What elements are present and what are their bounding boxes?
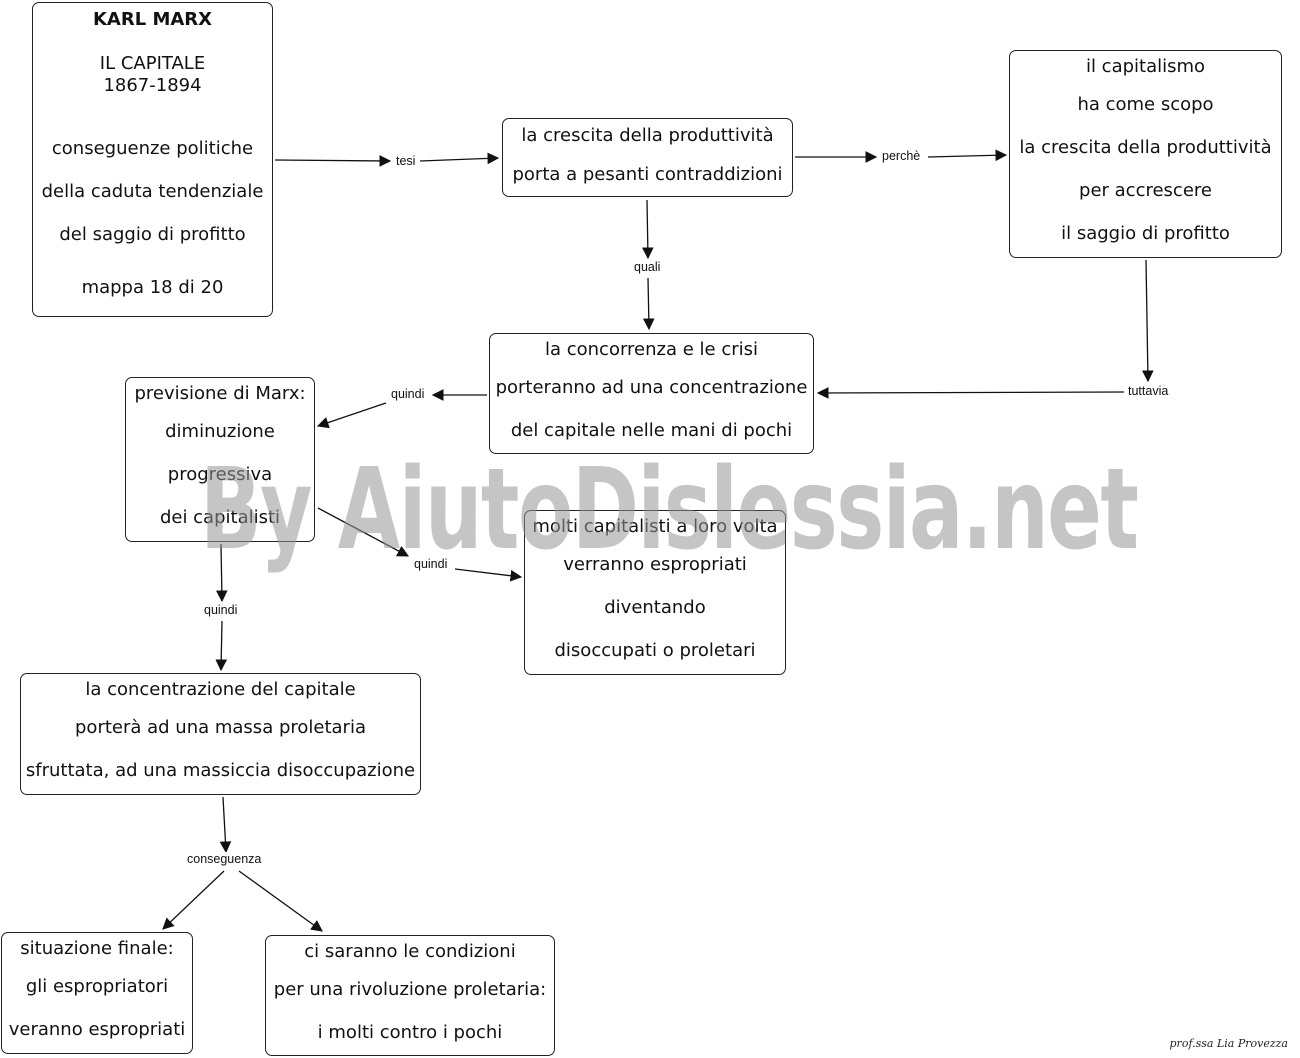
title-node[interactable]: KARL MARX IL CAPITALE 1867-1894 consegue…: [32, 2, 273, 317]
link-line-quindi-b-in: [317, 507, 410, 557]
node-text-line: progressiva: [167, 464, 273, 485]
title-line: della caduta tendenziale: [41, 181, 264, 202]
node-text-line: diventando: [604, 597, 706, 618]
node-text-line: previsione di Marx:: [134, 383, 306, 404]
link-line-conseguenza-left: [162, 870, 225, 930]
node-text-line: porteranno ad una concentrazione: [495, 377, 808, 398]
node-text-line: porta a pesanti contraddizioni: [512, 164, 783, 185]
node-text-line: porterà ad una massa proletaria: [75, 717, 366, 738]
map-index: mappa 18 di 20: [81, 277, 224, 298]
link-label-quali[interactable]: quali: [632, 260, 663, 274]
node-previsione[interactable]: previsione di Marx: diminuzione progress…: [125, 377, 315, 542]
link-line-quali-out: [642, 277, 655, 331]
node-situazione-finale[interactable]: situazione finale: gli espropriatori ver…: [1, 932, 193, 1054]
link-label-tesi[interactable]: tesi: [394, 154, 418, 168]
link-label-quindi[interactable]: quindi: [389, 387, 427, 401]
title-heading: KARL MARX: [92, 9, 213, 30]
link-label-perche[interactable]: perchè: [880, 149, 923, 163]
node-rivoluzione[interactable]: ci saranno le condizioni per una rivoluz…: [265, 935, 555, 1056]
link-line-conseguenza-in: [219, 796, 232, 854]
title-years: 1867-1894: [103, 75, 202, 96]
link-line-tesi-in: [274, 155, 392, 167]
link-line-quindi-a-out: [316, 402, 387, 429]
link-line-tesi-out: [419, 152, 500, 165]
link-line-quindi-c-in: [215, 543, 228, 603]
title-line: del saggio di profitto: [59, 224, 246, 245]
node-capitalismo[interactable]: il capitalismo ha come scopo la crescita…: [1009, 50, 1282, 258]
node-concentrazione[interactable]: la concentrazione del capitale porterà a…: [20, 673, 421, 795]
node-text-line: veranno espropriati: [8, 1019, 186, 1040]
node-molti-capitalisti[interactable]: molti capitalisti a loro volta verranno …: [524, 510, 786, 675]
link-label-quindi[interactable]: quindi: [202, 603, 240, 617]
link-line-conseguenza-right: [238, 870, 323, 932]
node-text-line: per una rivoluzione proletaria:: [273, 979, 547, 1000]
node-text-line: i molti contro i pochi: [317, 1022, 503, 1043]
node-crescita[interactable]: la crescita della produttività porta a p…: [502, 118, 793, 197]
node-text-line: ci saranno le condizioni: [304, 941, 516, 962]
node-text-line: gli espropriatori: [25, 976, 169, 997]
author-signature: prof.ssa Lia Provezza: [1169, 1037, 1288, 1050]
node-text-line: la crescita della produttività: [1019, 137, 1272, 158]
link-line-perche-out: [927, 149, 1008, 162]
node-concorrenza[interactable]: la concorrenza e le crisi porteranno ad …: [489, 333, 814, 454]
node-text-line: dei capitalisti: [159, 507, 281, 528]
node-text-line: del capitale nelle mani di pochi: [510, 420, 793, 441]
node-text-line: il saggio di profitto: [1061, 223, 1230, 244]
link-line-quindi-c-out: [215, 620, 228, 672]
node-text-line: per accrescere: [1079, 180, 1212, 201]
node-text-line: diminuzione: [165, 421, 275, 442]
node-text-line: la concorrenza e le crisi: [544, 339, 759, 360]
link-label-tuttavia[interactable]: tuttavia: [1126, 384, 1171, 398]
link-label-quindi[interactable]: quindi: [412, 557, 450, 571]
node-text-line: sfruttata, ad una massiccia disoccupazio…: [25, 760, 416, 781]
link-line-quali-in: [641, 199, 654, 260]
link-line-tuttavia-out: [816, 387, 1125, 399]
node-text-line: situazione finale:: [20, 938, 174, 959]
node-text-line: ha come scopo: [1077, 94, 1214, 115]
node-text-line: molti capitalisti a loro volta: [532, 516, 778, 537]
node-text-line: disoccupati o proletari: [554, 640, 756, 661]
node-text-line: la crescita della produttività: [521, 125, 774, 146]
title-line: conseguenze politiche: [51, 138, 254, 159]
link-line-quindi-b-out: [454, 568, 523, 582]
node-text-line: la concentrazione del capitale: [85, 679, 356, 700]
title-work: IL CAPITALE: [99, 53, 206, 74]
node-text-line: il capitalismo: [1085, 56, 1206, 77]
link-line-tuttavia-in: [1141, 259, 1154, 383]
node-text-line: verranno espropriati: [563, 554, 747, 575]
link-label-conseguenza[interactable]: conseguenza: [185, 852, 264, 866]
